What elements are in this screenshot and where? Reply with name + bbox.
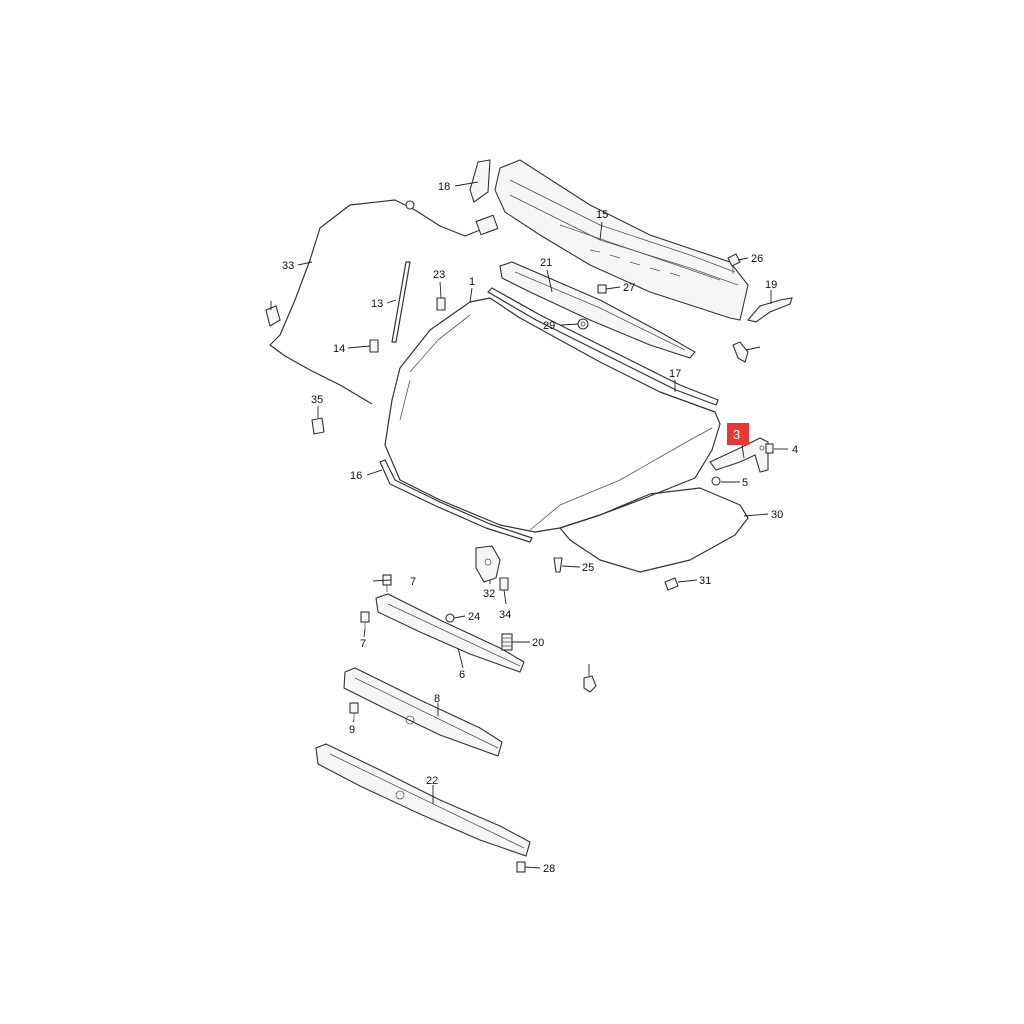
part-1-hood [384,297,721,533]
part-30-cable-handle [475,214,499,236]
part-28-clip [664,577,679,591]
part-11-holder [369,339,379,353]
callout-labels: 18 15 26 19 21 27 29 1 17 4 5 30 33 13 2… [282,181,798,875]
part-19-support-beam [315,743,531,857]
part-12-cowl-panel [494,159,749,321]
callout-28: 31 [699,575,711,587]
callout-10: 13 [371,298,383,310]
callout-30: 33 [282,260,294,272]
part-3-hood-hinge [709,437,769,473]
callout-3: 3 [733,427,740,442]
callout-1: 1 [469,276,475,288]
part-18-seal-strip [499,261,696,359]
callout-31: 34 [499,609,511,621]
callout-19: 22 [426,775,438,787]
part-17-spring [501,633,513,651]
callout-26: 29 [543,320,555,332]
callout-12: 15 [596,209,608,221]
part-14-weatherstrip [487,287,719,406]
part-31-bolt [499,577,509,591]
part-27-insulator [559,487,749,573]
callout-25: 28 [543,863,555,875]
callout-32: 35 [311,394,323,406]
part-9-bolt [349,702,359,720]
callout-5: 5 [742,477,748,489]
part-24-bolt [597,284,607,294]
highlight-box [727,423,749,445]
part-8-bracket [343,667,503,757]
callout-7-upper: 7 [410,576,416,588]
callout-15: 18 [438,181,450,193]
part-6-lock-support [375,593,525,673]
part-23-clip [727,253,741,274]
part-5-bolt [711,476,721,486]
part-16-seal [747,297,793,323]
part-20-clip [436,297,446,311]
part-33-buffer [583,675,597,693]
callout-8: 8 [434,693,440,705]
callout-9: 9 [349,724,355,736]
callout-11: 14 [333,343,345,355]
callout-4: 4 [792,444,798,456]
part-29-hood-latch [475,545,501,583]
callout-23: 26 [751,253,763,265]
part-13-seal [379,459,533,543]
callout-6: 6 [459,669,465,681]
callout-24: 27 [623,282,635,294]
part-32-clip [311,417,325,435]
callout-29: 32 [483,588,495,600]
callout-13: 16 [350,470,362,482]
part-7-bolt-lower [360,611,370,629]
callout-3-highlight: 3 [727,423,749,445]
part-30-release-cable [269,199,481,405]
callout-7-lower: 7 [360,638,366,650]
part-4-bolt [765,443,774,454]
callout-17: 20 [532,637,544,649]
part-25-bolt [516,861,526,873]
part-7-bolt-upper [382,574,392,592]
part-15-bracket [469,159,491,203]
part-30-cable-clip [405,200,415,210]
callout-14: 17 [669,368,681,380]
callout-27: 30 [771,509,783,521]
part-22-clip [553,557,563,573]
callout-20: 23 [433,269,445,281]
callout-16: 19 [765,279,777,291]
callout-21: 24 [468,611,480,623]
part-35-bracket [732,341,749,363]
callout-18: 21 [540,257,552,269]
leader-lines [270,181,788,869]
part-21-clip [445,613,455,623]
part-34-latch [265,305,281,327]
part-26-nut [577,318,589,330]
part-10-prop-rod [391,261,411,343]
callout-22: 25 [582,562,594,574]
